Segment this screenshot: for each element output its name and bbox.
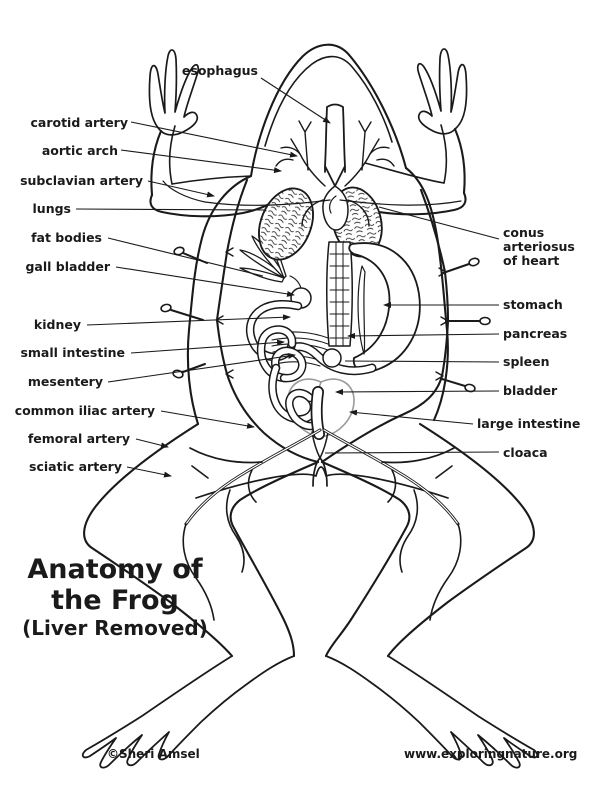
label-lungs: lungs <box>32 201 71 216</box>
leader-gall-bladder <box>115 266 295 297</box>
label-stomach: stomach <box>503 297 563 312</box>
label-mesentery: mesentery <box>27 374 103 389</box>
leader-conus-arteriosus <box>378 206 500 240</box>
organs <box>162 103 462 621</box>
leader-pancreas <box>347 332 500 339</box>
label-kidney: kidney <box>33 317 81 332</box>
title-line-1: Anatomy of <box>27 554 203 585</box>
title-line-2: the Frog <box>51 585 179 617</box>
leader-spleen <box>344 360 500 363</box>
leader-small-intestine <box>130 339 285 354</box>
author-credit: ©Sheri Amsel <box>107 747 200 761</box>
leader-cloaca <box>324 451 500 454</box>
label-large-intestine: large intestine <box>477 416 581 431</box>
leader-carotid-artery <box>130 121 298 158</box>
label-subclavian-artery: subclavian artery <box>20 173 143 188</box>
label-common-iliac-artery: common iliac artery <box>14 403 155 418</box>
leader-esophagus <box>260 77 331 124</box>
label-cloaca: cloaca <box>503 445 548 460</box>
label-femoral-artery: femoral artery <box>27 431 130 446</box>
label-bladder: bladder <box>503 383 558 398</box>
leader-lungs <box>75 208 267 211</box>
leader-lines <box>75 77 500 478</box>
leader-fat-bodies <box>107 237 264 277</box>
leader-mesentery <box>107 353 296 383</box>
leader-subclavian-artery <box>147 180 215 198</box>
label-carotid-artery: carotid artery <box>30 115 128 130</box>
leader-aortic-arch <box>120 149 282 174</box>
website-credit: www.exploringnature.org <box>404 747 578 761</box>
title-line-3: (Liver Removed) <box>22 616 208 641</box>
label-spleen: spleen <box>503 354 550 369</box>
label-sciatic-artery: sciatic artery <box>29 459 122 474</box>
label-aortic-arch: aortic arch <box>41 143 118 158</box>
leader-kidney <box>86 314 291 326</box>
label-conus-arteriosus: conus arteriosus of heart <box>503 225 575 268</box>
label-small-intestine: small intestine <box>20 345 125 360</box>
frog-body-outline <box>81 43 539 769</box>
leader-large-intestine <box>349 409 474 425</box>
leader-femoral-artery <box>135 438 169 449</box>
figure-title: Anatomy of the Frog (Liver Removed) <box>22 554 208 640</box>
label-pancreas: pancreas <box>503 326 568 341</box>
leader-sciatic-artery <box>126 466 172 478</box>
leader-bladder <box>335 388 500 395</box>
label-gall-bladder: gall bladder <box>25 259 110 274</box>
label-fat-bodies: fat bodies <box>31 230 102 245</box>
leader-common-iliac-artery <box>160 410 255 429</box>
label-esophagus: esophagus <box>181 63 258 78</box>
